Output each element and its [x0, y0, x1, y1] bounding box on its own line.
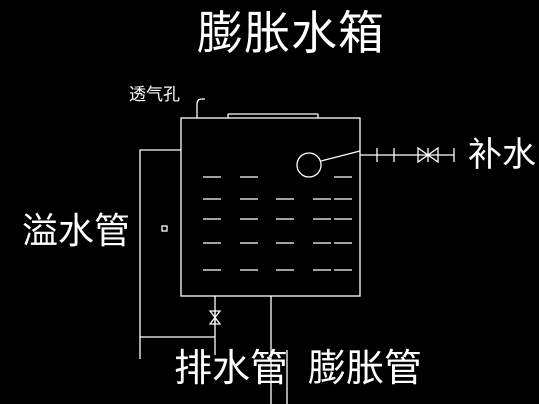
- vent-hole-label: 透气孔: [129, 85, 180, 105]
- float-arm: [320, 150, 361, 162]
- overflow-pipe-label: 溢水管: [22, 211, 131, 252]
- overflow-pipe: [139, 149, 215, 338]
- makeup-valve: [417, 146, 439, 164]
- float-ball: [296, 152, 322, 178]
- drain-pipe-label: 排水管: [174, 346, 289, 390]
- drain-valve: [208, 310, 222, 325]
- vent-pipe: [196, 98, 205, 118]
- diagram-title: 膨胀水箱: [197, 6, 385, 60]
- water-level-marks: [203, 176, 352, 271]
- tank-body: [180, 117, 361, 297]
- overflow-check-mark: [161, 225, 168, 232]
- expansion-pipe-label: 膨胀管: [308, 346, 423, 390]
- makeup-water-label: 补水: [468, 135, 536, 175]
